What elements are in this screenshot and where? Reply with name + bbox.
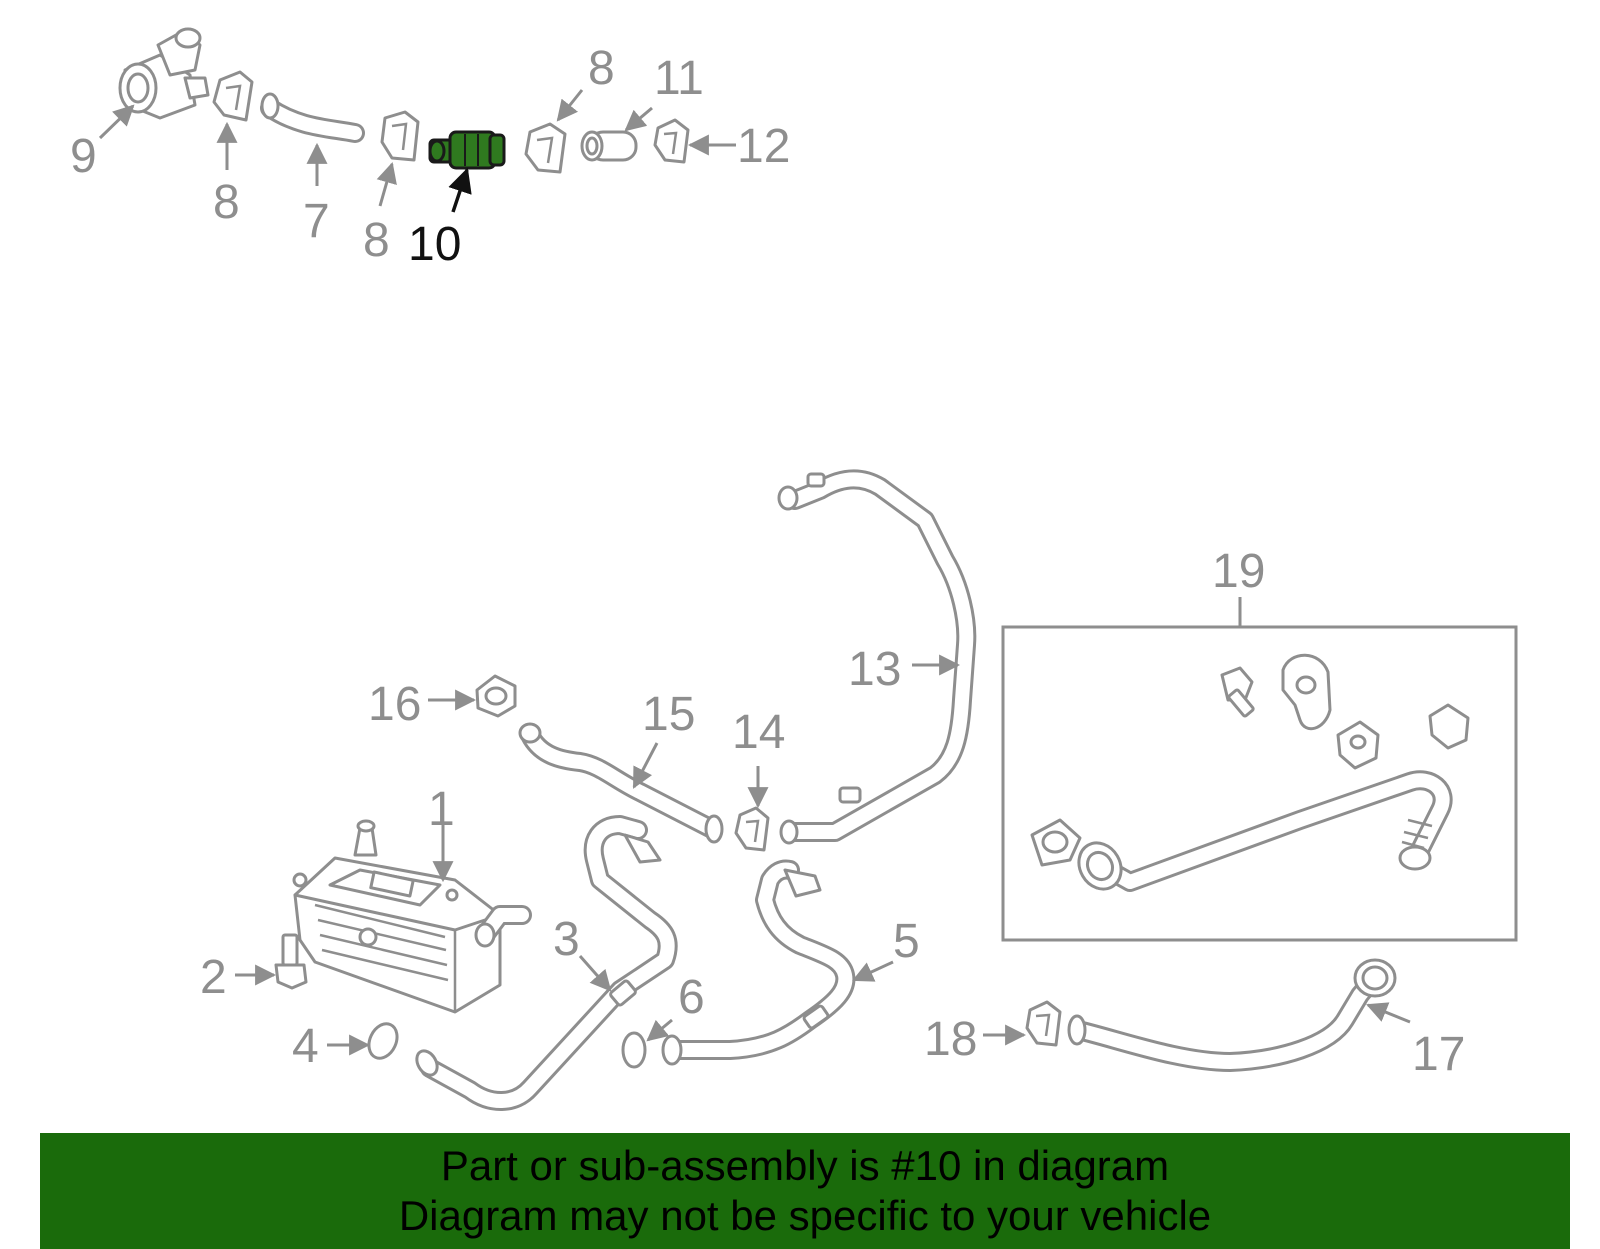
callout-2: 2 xyxy=(200,951,227,1004)
callout-8a: 8 xyxy=(213,176,240,229)
leader-6 xyxy=(646,1018,673,1042)
banner-line-2: Diagram may not be specific to your vehi… xyxy=(398,1192,1212,1239)
part-2-bolt xyxy=(274,933,308,990)
callout-17: 17 xyxy=(1412,1028,1465,1081)
callout-8b: 8 xyxy=(363,214,390,267)
callout-10: 10 xyxy=(408,218,461,271)
part-7-hose xyxy=(260,92,365,143)
part-13-pipe xyxy=(777,469,977,845)
callout-15: 15 xyxy=(642,688,695,741)
leader-15 xyxy=(632,742,659,789)
part-17-hose xyxy=(1067,958,1397,1072)
leader-8b xyxy=(376,161,397,207)
callout-16: 16 xyxy=(368,678,421,731)
part-14-clip xyxy=(734,806,770,852)
leader-3 xyxy=(578,955,612,992)
banner-line-1: Part or sub-assembly is #10 in diagram xyxy=(440,1142,1170,1189)
part-4-o-ring xyxy=(367,1022,399,1060)
part-8-clamp-right xyxy=(524,122,567,174)
callout-18: 18 xyxy=(924,1013,977,1066)
callout-8c: 8 xyxy=(588,42,615,95)
leader-5 xyxy=(852,960,894,982)
part-18-clip xyxy=(1025,1000,1062,1047)
callout-7: 7 xyxy=(303,195,330,248)
callout-1: 1 xyxy=(428,783,455,836)
part-9-connector xyxy=(118,27,210,120)
callout-13: 13 xyxy=(848,643,901,696)
info-banner: Part or sub-assembly is #10 in diagram D… xyxy=(40,1133,1570,1249)
part-8-clamp-mid xyxy=(380,110,420,162)
callout-11: 11 xyxy=(654,52,704,105)
callout-19: 19 xyxy=(1212,545,1265,598)
callout-14: 14 xyxy=(732,706,785,759)
part-15-hose xyxy=(518,722,724,844)
part-12-clamp xyxy=(653,118,690,164)
parts-diagram: 9 8 7 8 10 8 11 12 xyxy=(70,27,1518,1111)
part-19-kit-box xyxy=(1001,625,1518,942)
callout-6: 6 xyxy=(678,971,705,1024)
leader-11 xyxy=(624,106,653,132)
part-11-hose-piece xyxy=(580,130,638,162)
callout-12: 12 xyxy=(737,120,790,173)
part-8-clamp-left xyxy=(212,70,254,122)
part-3-pipe xyxy=(415,815,678,1111)
part-10-valve-highlighted xyxy=(428,130,506,170)
leader-8c xyxy=(556,89,584,122)
callout-5: 5 xyxy=(893,915,920,968)
callout-3: 3 xyxy=(553,913,580,966)
part-5-pipe xyxy=(661,859,856,1066)
leader-17 xyxy=(1366,1002,1411,1024)
leader-10 xyxy=(448,167,472,213)
leader-9 xyxy=(98,104,135,140)
part-6-o-ring xyxy=(621,1031,647,1069)
callout-4: 4 xyxy=(292,1020,319,1073)
callout-9: 9 xyxy=(70,130,97,183)
part-1-oil-cooler xyxy=(292,819,532,1014)
part-16-clamp xyxy=(475,674,517,718)
